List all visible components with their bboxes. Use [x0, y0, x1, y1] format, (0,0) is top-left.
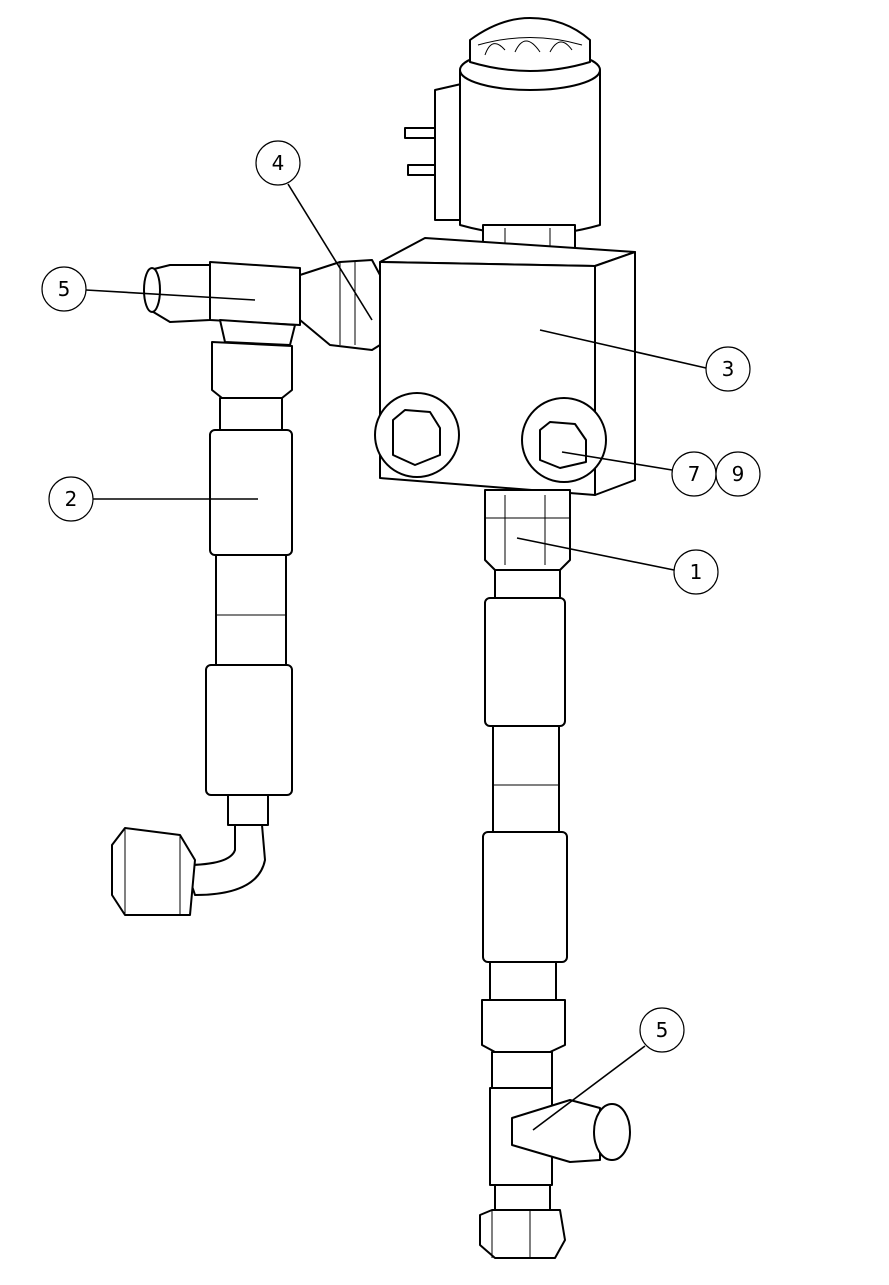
tee-fitting-left: [143, 261, 301, 346]
callout-label: 3: [722, 357, 735, 381]
callout-label: 1: [690, 560, 703, 584]
callout-label: 9: [732, 462, 745, 486]
callout-5-bottom: 5: [639, 1007, 685, 1053]
bolt-left: [374, 392, 460, 478]
callout-3: 3: [705, 346, 751, 392]
callout-label: 5: [58, 277, 71, 301]
callout-2: 2: [48, 476, 94, 522]
callout-1: 1: [673, 549, 719, 595]
leader-lines: [85, 183, 707, 1131]
callout-5-top: 5: [41, 266, 87, 312]
callout-4: 4: [255, 140, 301, 186]
callout-label: 5: [656, 1018, 669, 1042]
callout-label: 2: [65, 487, 78, 511]
hose-right: [479, 489, 631, 1259]
callout-label: 4: [272, 151, 285, 175]
hose-left: [111, 341, 293, 916]
solenoid-coil: [404, 17, 601, 266]
fitting-4: [299, 259, 381, 351]
callout-9: 9: [715, 451, 761, 497]
bolt-right: [521, 397, 607, 483]
callout-label: 7: [688, 462, 701, 486]
callout-7: 7: [671, 451, 717, 497]
